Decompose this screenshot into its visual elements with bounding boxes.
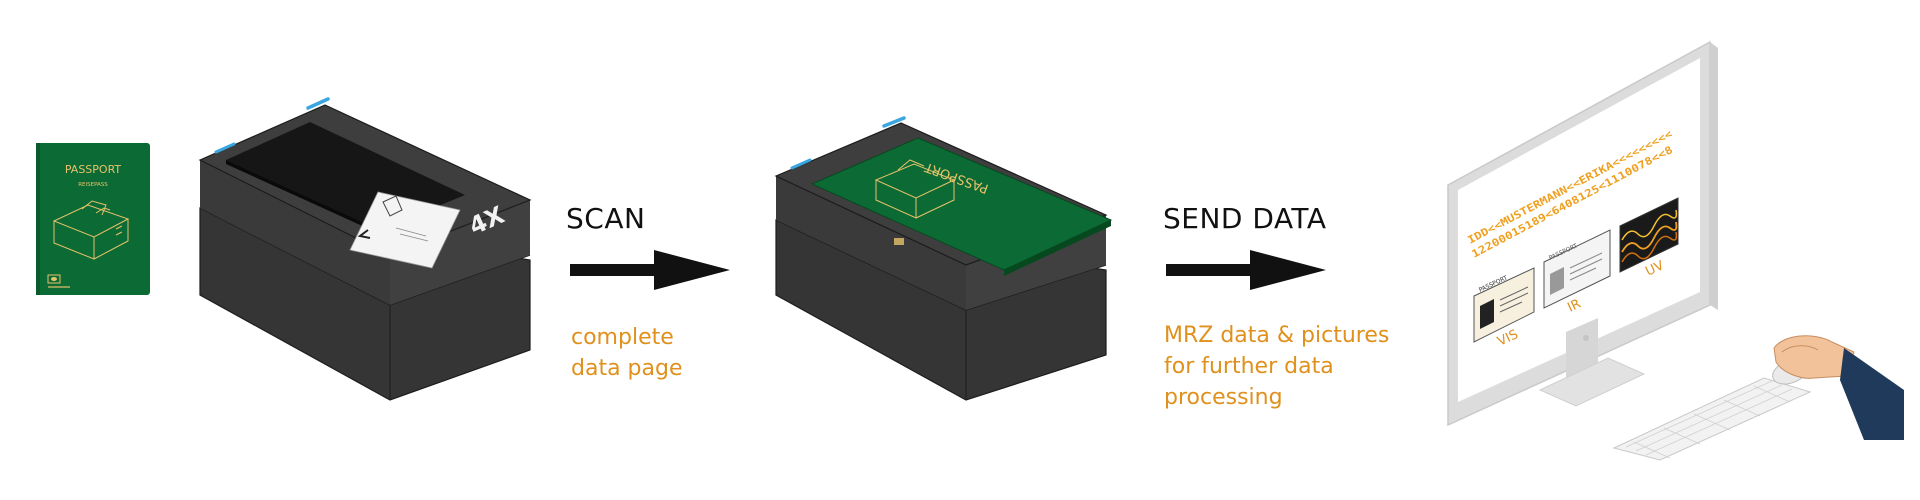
passport-scanner-open: 4X xyxy=(198,97,532,401)
passport-cover-emblem xyxy=(52,200,130,260)
uv-image: UV xyxy=(1619,197,1679,280)
send-caption-line: for further data xyxy=(1164,354,1334,379)
step-scan-caption: complete data page xyxy=(571,322,683,384)
keyboard xyxy=(1612,377,1812,461)
uv-label: UV xyxy=(1643,258,1666,279)
ir-label: IR xyxy=(1565,297,1583,316)
keyboard-and-mouse xyxy=(1612,335,1904,461)
send-arrow xyxy=(1166,250,1326,290)
document-images: PASSPORT VIS PASSPORT IR UV xyxy=(1473,197,1679,350)
send-caption-line: processing xyxy=(1164,385,1283,410)
step-send-label: SEND DATA xyxy=(1163,202,1327,235)
user-hand xyxy=(1773,335,1904,440)
placement-guide-sticker xyxy=(349,191,461,269)
scan-arrow xyxy=(570,250,730,290)
scan-caption-line: data page xyxy=(571,356,683,381)
ir-image: PASSPORT IR xyxy=(1543,229,1611,316)
scanner-status-light xyxy=(306,97,330,110)
passport-subtitle: REISEPASS xyxy=(78,182,108,188)
scan-caption-line: complete xyxy=(571,325,674,350)
biometric-chip-icon xyxy=(47,274,61,284)
passport-booklet: PASSPORT REISEPASS xyxy=(36,143,150,295)
passport-scanner-loaded: PASSPORT xyxy=(774,116,1113,401)
step-send-caption: MRZ data & pictures for further data pro… xyxy=(1164,320,1389,413)
send-caption-line: MRZ data & pictures xyxy=(1164,323,1390,348)
passport-on-scanner: PASSPORT xyxy=(810,137,1113,276)
step-scan-label: SCAN xyxy=(566,202,646,235)
vis-image: PASSPORT VIS xyxy=(1473,267,1535,350)
passport-title: PASSPORT xyxy=(65,163,122,176)
